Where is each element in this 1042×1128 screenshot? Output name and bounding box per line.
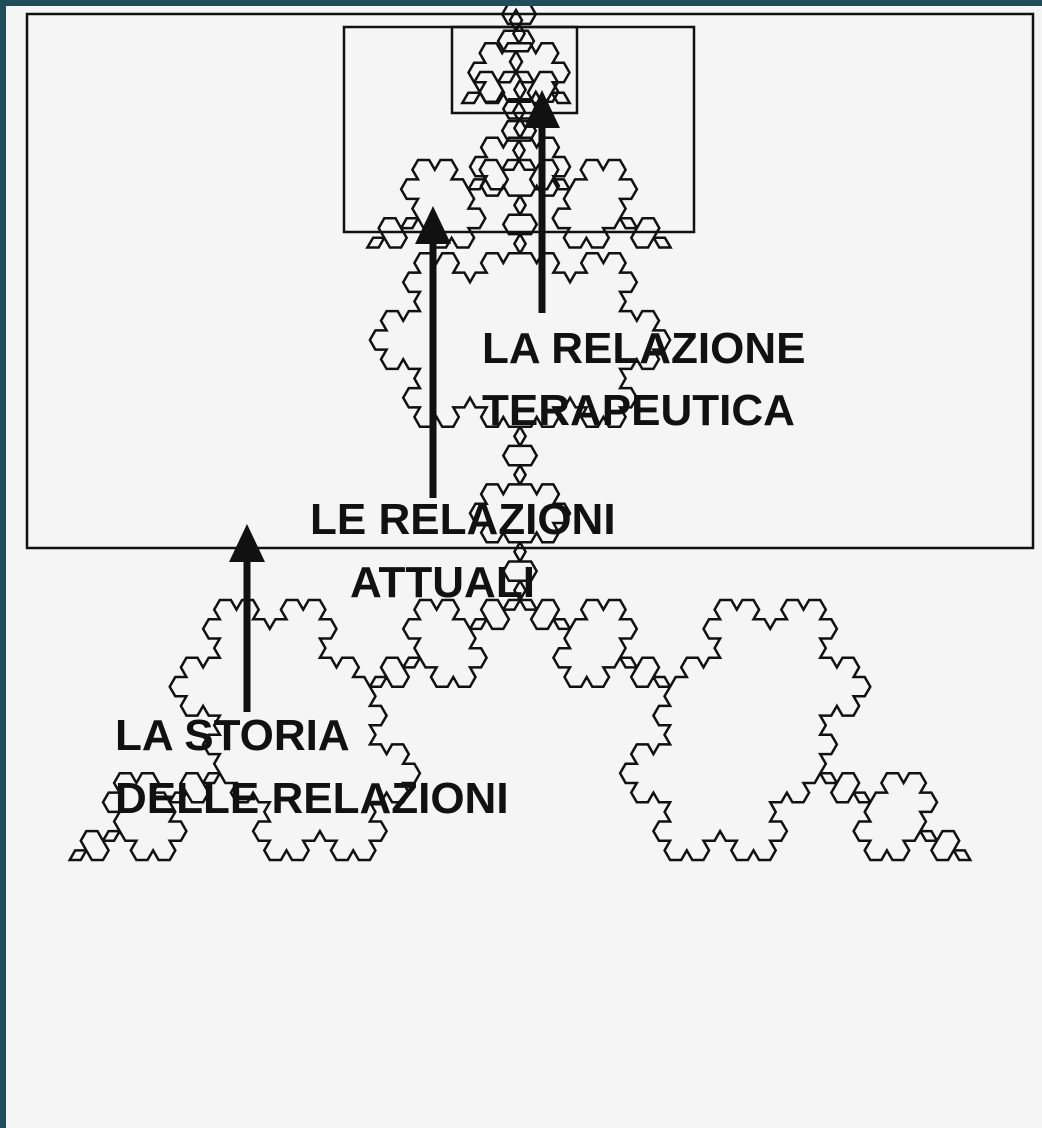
label-current-line2: ATTUALI: [350, 558, 535, 607]
diagram-canvas: LA RELAZIONE TERAPEUTICA LE RELAZIONI AT…: [6, 6, 1042, 1128]
arrow-history: [229, 524, 265, 712]
koch-snowflake-large: [67, 77, 973, 862]
arrow-current: [415, 206, 451, 498]
label-history-line1: LA STORIA: [115, 711, 350, 760]
label-therapeutic-line2: TERAPEUTICA: [482, 386, 795, 435]
koch-fractal-diagram: LA RELAZIONE TERAPEUTICA LE RELAZIONI AT…: [25, 6, 1035, 862]
label-history-line2: DELLE RELAZIONI: [115, 774, 509, 823]
label-therapeutic-line1: LA RELAZIONE: [482, 324, 805, 373]
koch-snowflake-small: [460, 7, 572, 105]
outer-zoom-box: [25, 12, 1035, 550]
inner-zoom-box: [450, 25, 579, 115]
arrow-therapeutic: [524, 90, 560, 313]
label-current-line1: LE RELAZIONI: [310, 495, 616, 544]
koch-snowflake-medium: [365, 6, 673, 249]
